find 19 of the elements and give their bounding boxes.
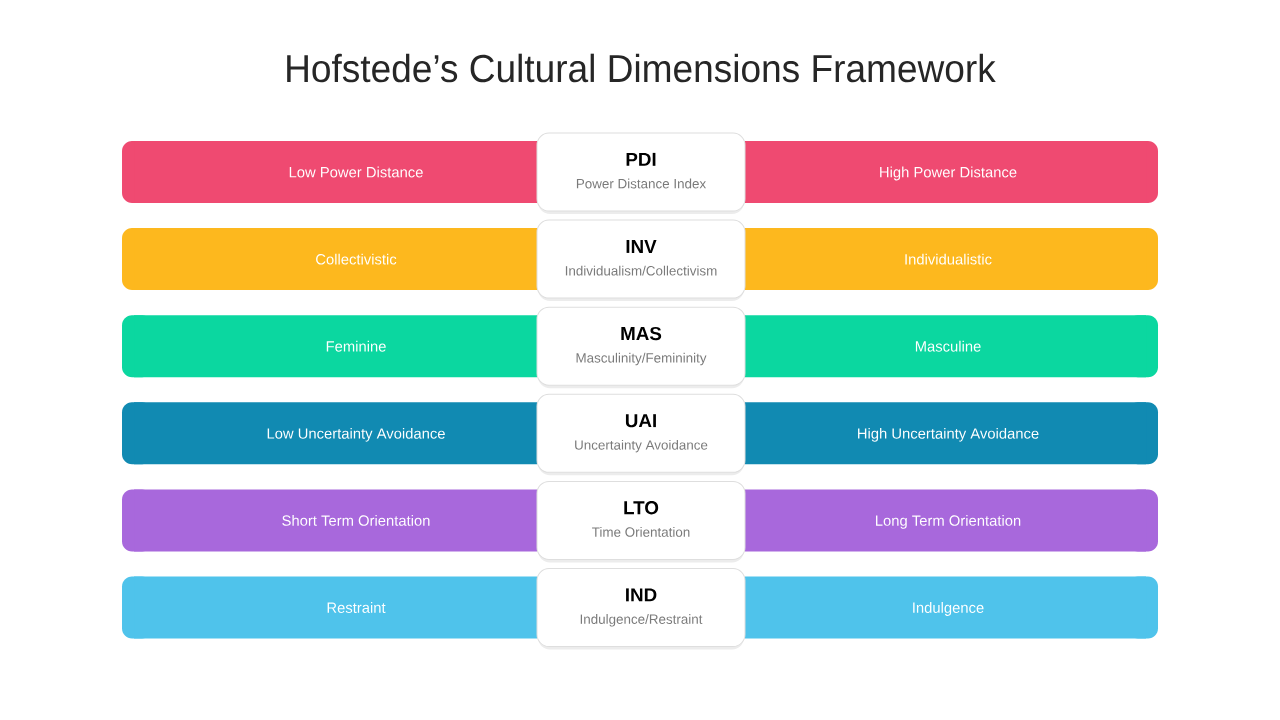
bar: Low Power Distance — [122, 141, 537, 203]
bar: Restraint — [122, 576, 537, 639]
bar: Masculine — [745, 315, 1158, 378]
bar: Low Uncertainty Avoidance — [122, 402, 537, 465]
title: Hofstede’s Cultural Dimensions Framework — [287, 53, 996, 83]
card: PDI Power Distance Index — [536, 132, 746, 214]
bar: Indulgence — [745, 576, 1158, 639]
bar: Short Term Orientation — [122, 489, 537, 552]
card: INV Individualism/Collectivism — [536, 219, 746, 302]
bar: Individualistic — [745, 228, 1158, 291]
bar: Long Term Orientation — [745, 489, 1158, 552]
card: IND Indulgence/Restraint — [536, 568, 746, 650]
bar: Collectivistic — [122, 228, 537, 291]
card: LTO Time Orientation — [536, 480, 746, 563]
bar: High Uncertainty Avoidance — [745, 402, 1158, 465]
bar: High Power Distance — [745, 141, 1158, 203]
card: MAS Masculinity/Femininity — [536, 306, 746, 389]
bar: Feminine — [122, 315, 537, 378]
card: UAI Uncertainty Avoidance — [536, 393, 746, 476]
